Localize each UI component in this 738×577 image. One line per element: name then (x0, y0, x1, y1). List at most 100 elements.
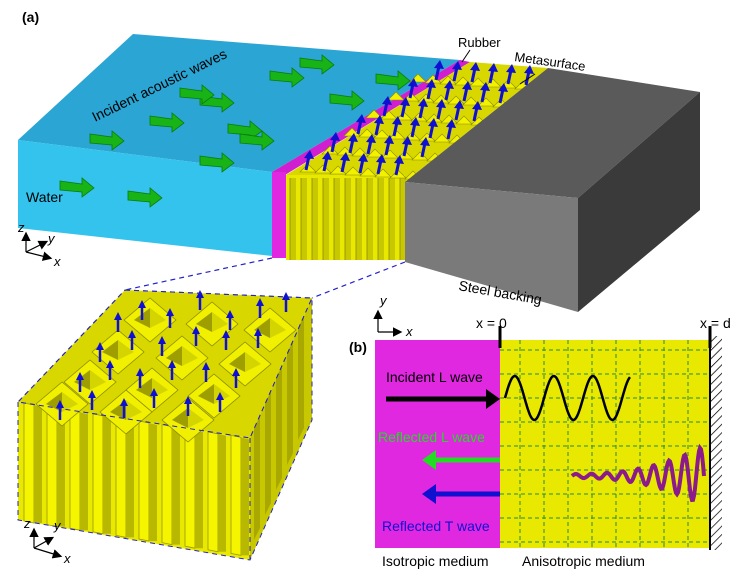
cell-ridge-shadow (149, 423, 157, 541)
cell-ridge (46, 406, 58, 528)
metasurface-ridge (400, 178, 406, 260)
metasurface-ridge (378, 178, 384, 260)
metasurface-ridge (334, 178, 340, 260)
axis-y-a: y (47, 231, 56, 246)
x0-label: x = 0 (476, 315, 507, 331)
axis-y-b: y (379, 293, 388, 308)
cell-arrow-head (256, 298, 264, 306)
cell-arrow-head (114, 312, 122, 320)
cell-arrow-head (120, 398, 128, 406)
cell-ridge-shadow (103, 415, 111, 534)
evanescent-wave (570, 443, 706, 503)
cell-ridge-shadow (195, 430, 203, 549)
anisotropic-region (500, 340, 710, 548)
metasurface-cell (462, 96, 480, 106)
metasurface-cell (433, 133, 451, 143)
metasurface-arrow-head (506, 64, 516, 73)
axes-triad-zoom: z y x (23, 516, 71, 566)
cell-ridge-shadow (172, 426, 180, 545)
metasurface-ridge (290, 178, 296, 260)
cell-ridge-shadow (57, 408, 65, 527)
cell-pit-light (182, 346, 198, 366)
metasurface-arrow-head (454, 100, 464, 109)
incident-wave-arrow (149, 112, 185, 133)
metasurface-ridge (389, 178, 395, 260)
cell-arrow-head (166, 308, 174, 316)
incident-wave-arrow (299, 54, 335, 75)
metasurface-cell (411, 151, 429, 161)
cell-pit-light (90, 370, 106, 390)
rubber-front (272, 172, 286, 258)
metasurface-arrow-head (382, 96, 392, 105)
metasurface-displacement-arrows (304, 60, 534, 176)
metasurface-arrow-head (356, 114, 366, 123)
metasurface-cell (389, 169, 407, 179)
cell-arrow-head (138, 300, 146, 308)
metasurface-ridge (367, 178, 373, 260)
cell-ridge (115, 416, 127, 538)
metasurface-arrow-head (402, 136, 412, 145)
metasurface-arrow-head (434, 60, 444, 69)
cell-ridge (184, 427, 196, 549)
incident-wave-arrow (179, 84, 215, 105)
axis-z-zoom: z (23, 516, 31, 531)
metasurface-arrow-head (428, 118, 438, 127)
cell-arrow-head (128, 330, 136, 338)
metasurface-cell (299, 163, 317, 173)
cell-ridge (207, 431, 219, 553)
reflected-l-arrow-head (422, 450, 436, 470)
cell-ridges (23, 316, 304, 556)
incident-wave-arrow (227, 120, 263, 141)
incident-wave (503, 374, 631, 422)
cell-pit-shade (102, 340, 118, 360)
metasurface-cell (373, 129, 391, 139)
metasurface-cell (321, 145, 339, 155)
cell-ridge (161, 424, 173, 546)
cell-pit-shade (229, 352, 245, 372)
metasurface-arrow-head (348, 133, 358, 142)
incident-wave-arrow (199, 152, 235, 173)
axis-y-zoom: y (53, 518, 62, 533)
incident-wave-arrow (239, 130, 275, 151)
cell-pit-light (270, 318, 286, 338)
incident-l-label: Incident L wave (386, 369, 483, 385)
metasurface-cell (395, 111, 413, 121)
metasurface-arrow-head (358, 153, 368, 162)
water-label: Water (26, 189, 63, 205)
cell-arrow-head (216, 392, 224, 400)
metasurface-arrow-head (452, 61, 462, 70)
metasurface-cell (344, 166, 362, 176)
incident-wave-arrow (89, 130, 125, 151)
cell-pit-light (188, 408, 204, 428)
cell-pit-shade (254, 318, 270, 338)
cell-arrow-head (56, 400, 64, 408)
metasurface-arrow-head (376, 154, 386, 163)
metasurface-arrow-head (340, 152, 350, 161)
cell-ridge (230, 434, 242, 556)
metasurface-arrow-head (498, 83, 508, 92)
anisotropic-grid (500, 340, 710, 548)
steel-top (405, 68, 700, 198)
cell-pit-light (150, 308, 166, 328)
steel-front (405, 182, 578, 312)
cell-ridge-shadow (80, 412, 88, 531)
cell-pit-shade (196, 312, 212, 332)
metasurface-arrow-head (384, 135, 394, 144)
xd-label: x = d (700, 315, 731, 331)
metasurface-cell (366, 148, 384, 158)
cell-pit-light (245, 352, 261, 372)
metasurface-leader (519, 73, 536, 85)
cell-side-ridge (276, 366, 282, 490)
metasurface-arrow-head (304, 150, 314, 159)
metasurface-arrow-head (524, 65, 534, 74)
cell-ridge (92, 413, 104, 535)
metasurface-arrow-head (480, 82, 490, 91)
metasurface-arrow-head (420, 137, 430, 146)
metasurface-arrow-head (408, 78, 418, 87)
cell-pit-light (118, 340, 134, 360)
cell-pit-shade (166, 346, 182, 366)
axes-b: y x (373, 293, 413, 339)
isotropic-region (375, 340, 500, 548)
cell-arrow-head (254, 328, 262, 336)
metasurface-arrow-head (444, 80, 454, 89)
